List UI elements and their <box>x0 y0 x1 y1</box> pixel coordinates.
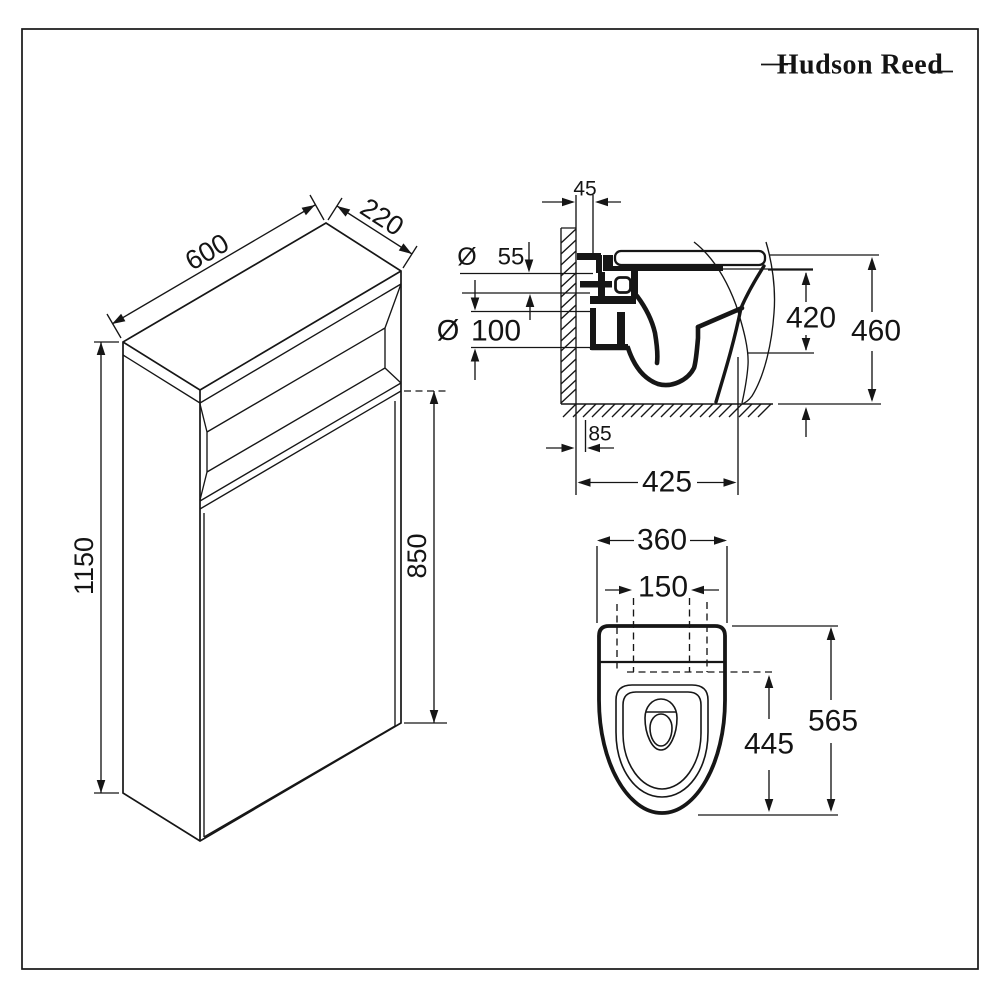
seat-lid <box>613 249 767 267</box>
dim-waste-outlet: Ø 100 <box>437 280 590 380</box>
fixing-centres-label: 150 <box>638 571 688 604</box>
seat-hinge-bar <box>613 266 723 271</box>
dim-fixing-centres: 150 <box>605 571 719 604</box>
cabinet-door-height-label: 850 <box>402 533 432 578</box>
bowl-length-label: 445 <box>744 728 794 761</box>
dim-plan-length: 565 <box>732 625 858 812</box>
wall-section <box>560 195 577 495</box>
dim-cabinet-height: 1150 <box>69 341 119 794</box>
seat-ring-inner <box>622 691 702 790</box>
dim-rim-height: 420 <box>748 269 836 354</box>
dim-overall-depth: 425 <box>577 357 739 499</box>
cabinet-top-slab <box>122 283 402 404</box>
trap-curve <box>634 293 660 366</box>
cabinet-height-label: 1150 <box>69 537 99 595</box>
dim-flush-inlet: Ø 55 <box>457 242 593 320</box>
dim-wall-gap: 45 <box>542 178 621 254</box>
plan-length-label: 565 <box>808 705 858 738</box>
brand-name: Hudson Reed <box>777 50 944 81</box>
floor-section <box>561 403 881 437</box>
plan-width-label: 360 <box>637 524 687 557</box>
fixing-construction-lines <box>616 598 774 673</box>
waste-outlet-label: 100 <box>471 315 521 348</box>
cabinet-top-edges <box>122 270 402 841</box>
dim-plan-width: 360 <box>596 524 728 623</box>
dim-cabinet-door-height: 850 <box>402 390 447 724</box>
toilet-plan-view: 360 150 445 565 <box>596 524 858 816</box>
flush-diameter-symbol: Ø <box>457 243 476 271</box>
wall-gap-label: 45 <box>573 178 596 201</box>
cabinet-outline <box>122 222 402 842</box>
dim-outlet-offset: 85 <box>546 420 614 453</box>
flush-inlet-label: 55 <box>498 244 525 271</box>
brand-logo: Hudson Reed <box>761 50 953 81</box>
dim-overall-height: 460 <box>770 254 901 402</box>
seat-fixing-hole <box>614 276 632 294</box>
pan-back-curve <box>693 241 749 404</box>
seat-ring-outer <box>615 684 709 798</box>
pan-profile <box>589 241 813 405</box>
cabinet-isometric-view: 600 220 1150 850 <box>69 192 447 842</box>
dim-bowl-length: 445 <box>698 675 838 816</box>
waste-diameter-symbol: Ø <box>437 315 460 347</box>
bowl-well-inner <box>649 713 673 747</box>
overall-depth-label: 425 <box>642 466 692 499</box>
rim-height-label: 420 <box>786 302 836 335</box>
page-border <box>21 28 979 970</box>
overall-height-label: 460 <box>851 315 901 348</box>
outlet-offset-label: 85 <box>588 423 611 446</box>
rim-front-edge <box>695 305 745 330</box>
bowl-well-outer <box>644 698 678 751</box>
pan-front-silhouette <box>714 264 766 404</box>
bowl-curve <box>589 324 701 388</box>
toilet-side-section-view: 45 Ø 55 Ø 100 420 <box>437 178 901 499</box>
floor-hatching <box>562 403 772 418</box>
cabinet-shelf-recess <box>199 283 402 510</box>
cabinet-door-edges <box>203 401 396 838</box>
